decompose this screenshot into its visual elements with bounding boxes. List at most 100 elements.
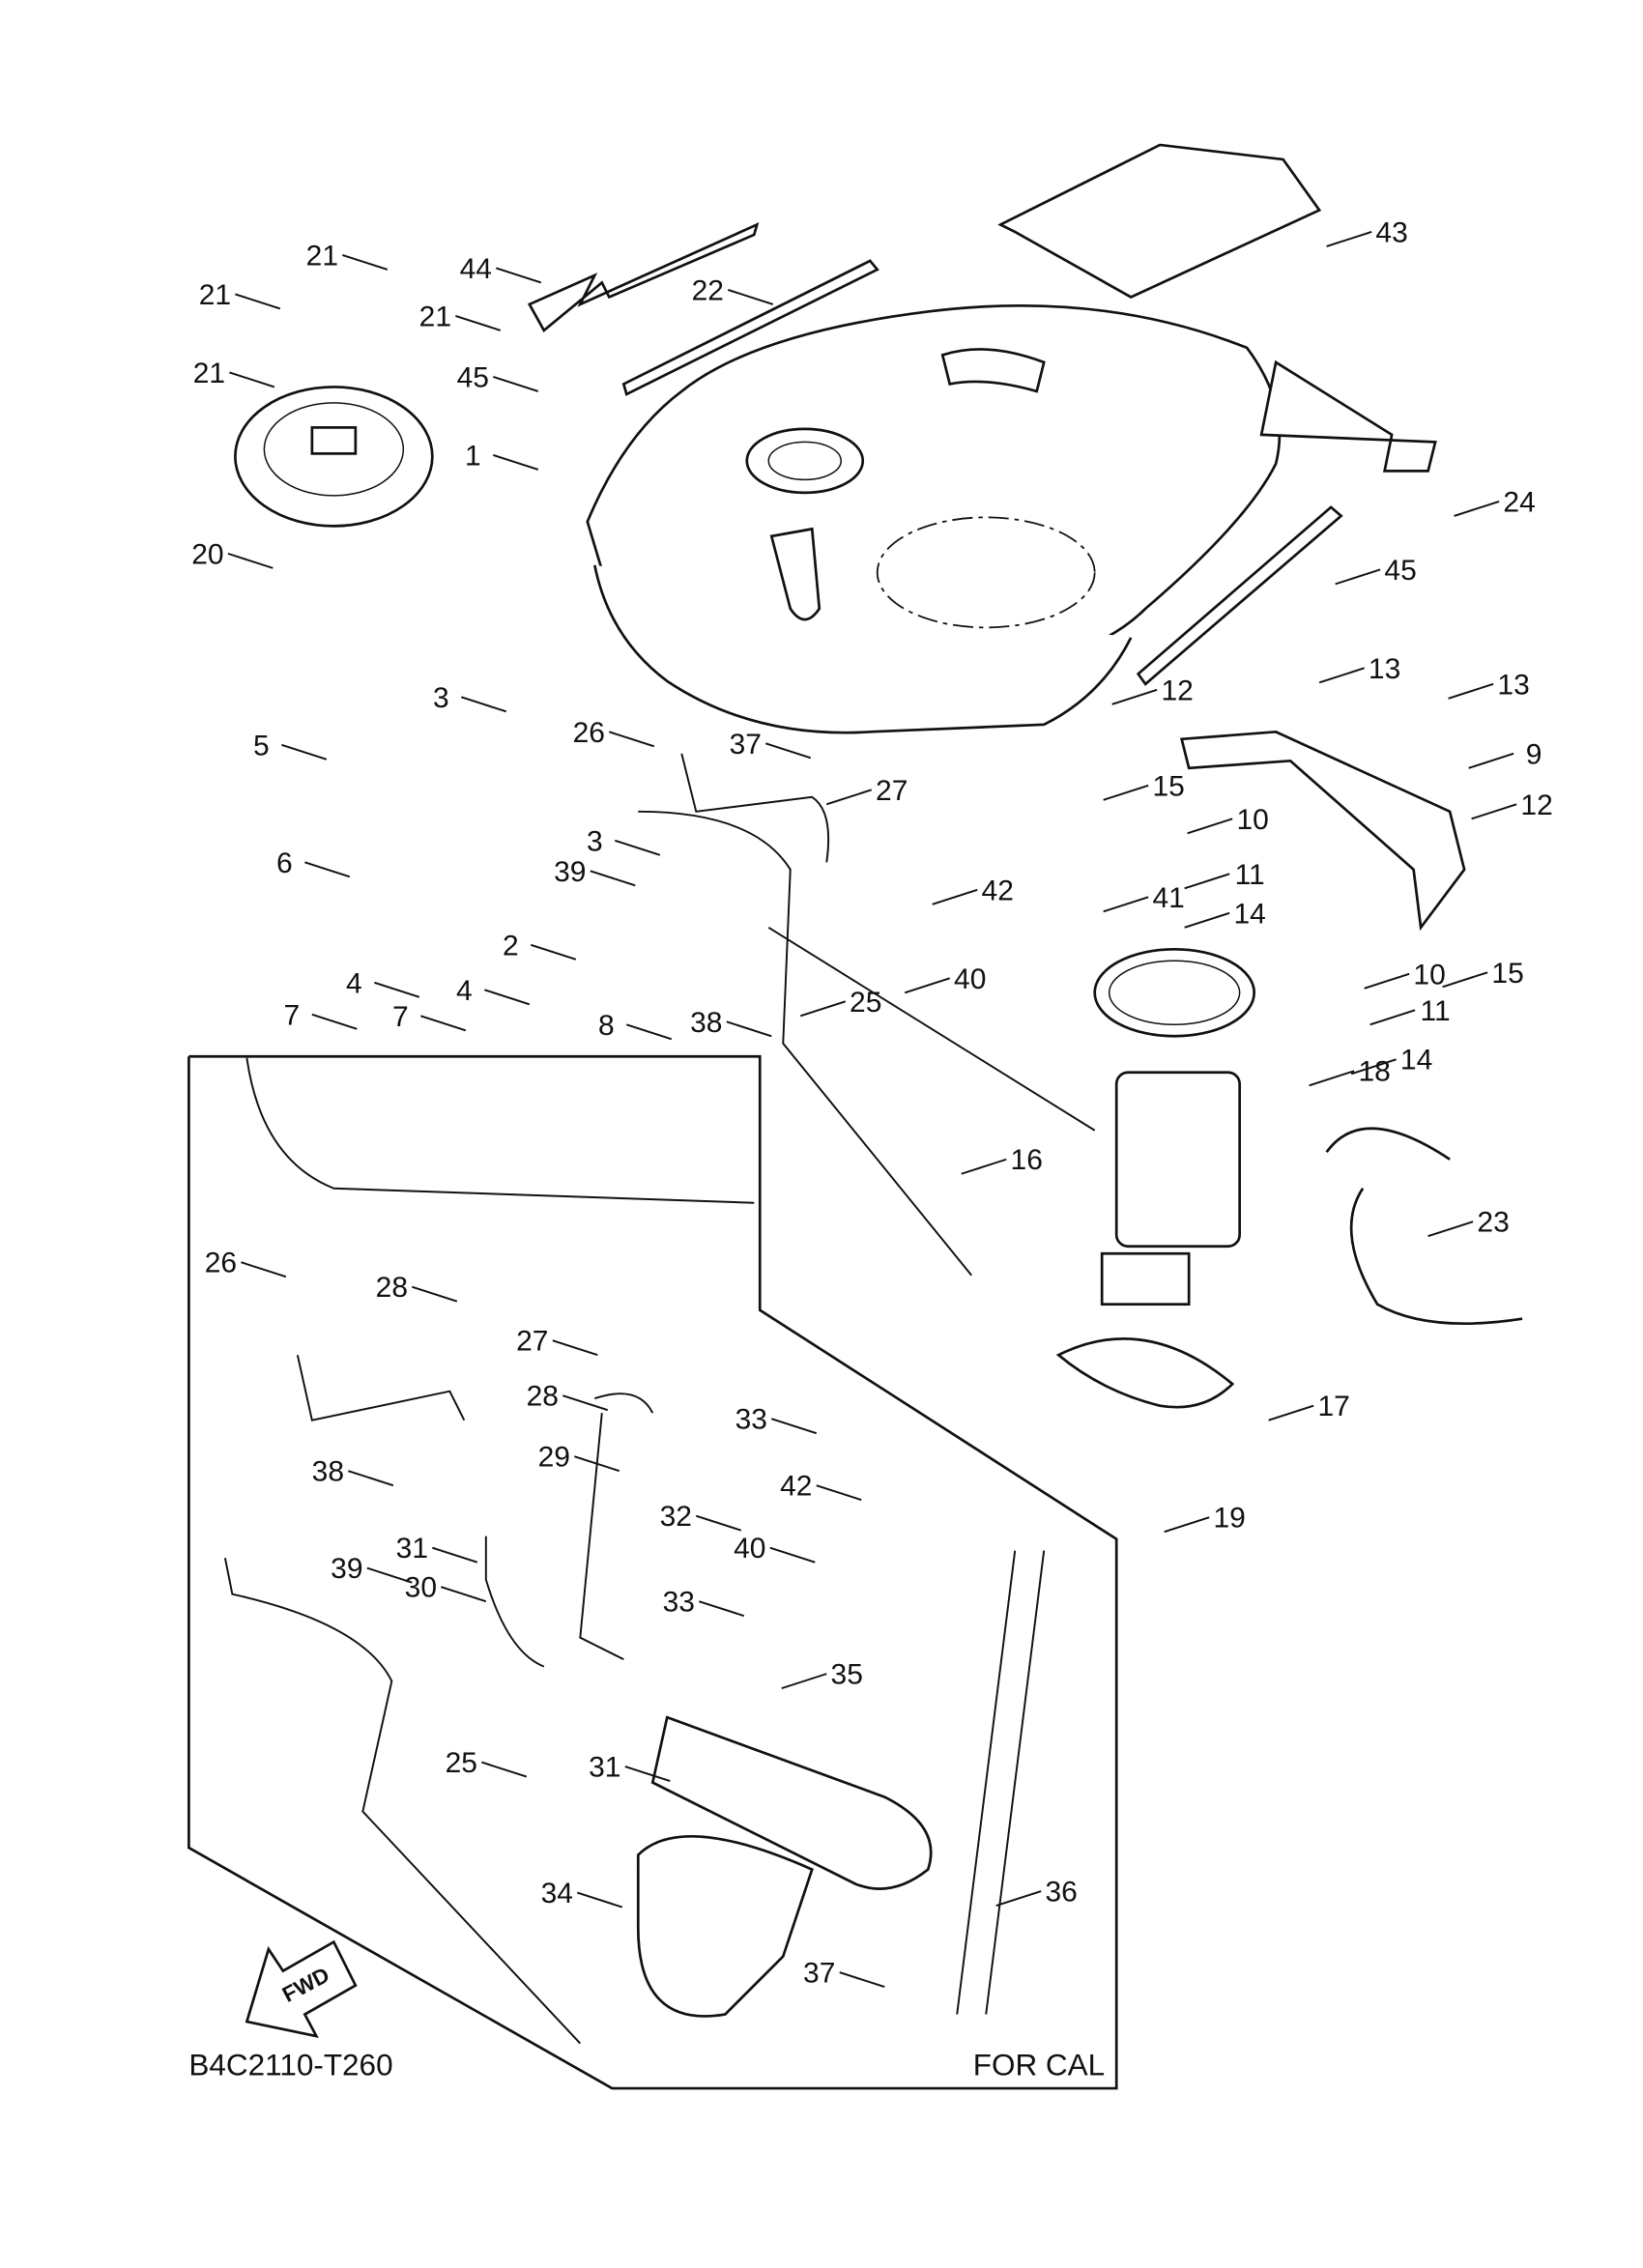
callout-21: 21 (306, 240, 338, 272)
leader-line (481, 1761, 528, 1778)
callout-14: 14 (1400, 1045, 1432, 1077)
callout-29: 29 (538, 1442, 570, 1474)
emblem-44 (527, 222, 760, 333)
callout-30: 30 (405, 1572, 437, 1604)
callout-32: 32 (660, 1501, 692, 1533)
callout-16: 16 (1011, 1144, 1043, 1176)
leader-line (770, 1418, 818, 1435)
callout-1: 1 (465, 440, 481, 472)
callout-45: 45 (1384, 555, 1416, 587)
leader-line (227, 552, 274, 569)
callout-13: 13 (1369, 653, 1400, 685)
leader-line (839, 1971, 885, 1988)
callout-25: 25 (850, 987, 881, 1019)
leader-line (904, 977, 951, 994)
leader-line (624, 1766, 671, 1783)
callout-36: 36 (1046, 1877, 1078, 1909)
callout-37: 37 (803, 1958, 835, 1990)
leader-line (825, 789, 873, 806)
leader-line (577, 1891, 623, 1909)
callout-5: 5 (253, 730, 270, 761)
leader-line (574, 1455, 620, 1473)
callout-26: 26 (205, 1248, 237, 1279)
callout-33: 33 (663, 1587, 695, 1619)
callout-27: 27 (876, 775, 908, 807)
leader-line (625, 1023, 673, 1041)
callout-17: 17 (1317, 1391, 1349, 1422)
leader-line (1318, 667, 1365, 684)
leader-line (932, 888, 978, 905)
leader-line (995, 1890, 1042, 1908)
leader-line (698, 1600, 745, 1618)
callout-23: 23 (1477, 1207, 1509, 1239)
bracket-9 (1179, 730, 1466, 932)
fuel-tank (586, 303, 1282, 734)
callout-26: 26 (573, 717, 605, 749)
callout-20: 20 (191, 538, 223, 570)
inset-caption: FOR CAL (973, 2048, 1105, 2082)
inset-parts (223, 1057, 1046, 2045)
leader-line (496, 267, 542, 284)
callout-25: 25 (446, 1747, 477, 1779)
callout-10: 10 (1413, 959, 1445, 990)
fuel-cap-20 (234, 386, 434, 528)
callout-8: 8 (598, 1010, 615, 1042)
leader-line (432, 1546, 478, 1564)
callout-31: 31 (396, 1533, 428, 1565)
leader-line (1442, 971, 1488, 989)
strip-45-top (621, 259, 879, 396)
callout-41: 41 (1152, 882, 1184, 914)
leader-line (304, 861, 351, 878)
leader-line (1326, 231, 1372, 247)
leader-line (235, 293, 281, 310)
leader-line (552, 1339, 598, 1357)
callout-28: 28 (376, 1272, 408, 1304)
callout-44: 44 (460, 253, 492, 285)
leader-line (816, 1484, 862, 1502)
leader-line (608, 731, 655, 748)
callout-14: 14 (1233, 898, 1265, 930)
callout-33: 33 (735, 1404, 767, 1436)
leader-line (769, 1546, 816, 1564)
leader-line (420, 1015, 467, 1032)
leader-line (281, 743, 328, 761)
callout-45: 45 (457, 361, 489, 393)
callout-13: 13 (1497, 669, 1529, 701)
leader-line (441, 1586, 487, 1603)
leader-line (229, 371, 275, 388)
inset-frame (187, 1054, 1118, 2090)
callout-39: 39 (554, 856, 586, 888)
leader-line (1111, 688, 1158, 705)
callout-4: 4 (456, 975, 473, 1007)
callout-21: 21 (419, 301, 451, 332)
callout-35: 35 (831, 1659, 863, 1691)
leader-line (348, 1470, 394, 1487)
callout-4: 4 (346, 967, 362, 999)
cover-24 (1259, 359, 1437, 473)
callout-27: 27 (516, 1326, 548, 1358)
leader-line (1184, 911, 1230, 929)
leader-line (590, 870, 636, 887)
leader-line (1103, 784, 1149, 801)
leader-line (342, 254, 389, 271)
callout-2: 2 (503, 930, 519, 962)
hose-23 (1325, 1127, 1523, 1326)
leader-line (374, 981, 420, 998)
diagram-code: B4C2110-T260 (188, 2048, 392, 2082)
callout-3: 3 (587, 825, 603, 857)
callout-12: 12 (1520, 789, 1552, 821)
callout-37: 37 (730, 729, 762, 761)
leader-line (484, 989, 531, 1006)
callout-18: 18 (1358, 1056, 1390, 1088)
callout-15: 15 (1152, 770, 1184, 802)
leader-line (1309, 1070, 1355, 1087)
callout-38: 38 (312, 1456, 344, 1488)
leader-line (493, 453, 539, 471)
leader-line (1268, 1404, 1314, 1421)
leader-line (1184, 873, 1230, 890)
callout-31: 31 (589, 1752, 620, 1784)
leader-line (1427, 1220, 1474, 1238)
callout-24: 24 (1503, 486, 1535, 518)
leader-line (1448, 682, 1494, 700)
